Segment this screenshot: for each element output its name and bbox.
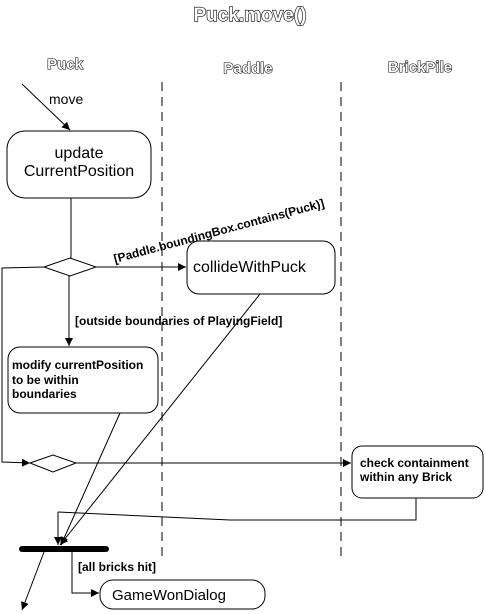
update-position-line1: update [55, 145, 104, 162]
merge-diamond [28, 454, 78, 473]
swimlane-brickpile-label: BrickPile [388, 59, 452, 76]
swimlane-paddle-label: Paddle [223, 60, 272, 77]
update-position-node [6, 130, 152, 199]
entry-arrow [21, 83, 71, 131]
modify-position-line3: boundaries [12, 387, 77, 401]
modify-position-line2: to be within [12, 373, 79, 387]
flow-check-return [57, 498, 417, 521]
update-position-line2: CurrentPosition [24, 163, 134, 180]
diagram-title: Puck.move() [194, 5, 307, 26]
decision-diamond-boundaries [42, 257, 98, 277]
collide-with-puck-node [186, 240, 336, 295]
check-containment-node [351, 445, 484, 499]
game-won-dialog-node [99, 579, 266, 610]
modify-position-node [7, 346, 159, 414]
check-containment-line2: within any Brick [359, 470, 452, 484]
flow-modify-to-fork [60, 412, 121, 546]
entry-label: move [49, 91, 83, 107]
guard-all-bricks-hit: [all bricks hit] [78, 560, 156, 574]
flow-fork-to-exit [21, 551, 45, 611]
flow-decision-else [1, 266, 45, 467]
flow-collide-to-fork [59, 293, 261, 546]
game-won-dialog-label: GameWonDialog [112, 587, 226, 604]
collide-with-puck-label: collideWithPuck [193, 259, 307, 276]
check-containment-line1: check containment [360, 456, 469, 470]
flow-fork-to-dialog [71, 552, 99, 597]
fork-bar [19, 546, 109, 552]
modify-position-line1: modify currentPosition [12, 358, 143, 372]
guard-outside-boundaries: [outside boundaries of PlayingField] [75, 314, 282, 328]
swimlane-puck-label: Puck [47, 56, 84, 73]
